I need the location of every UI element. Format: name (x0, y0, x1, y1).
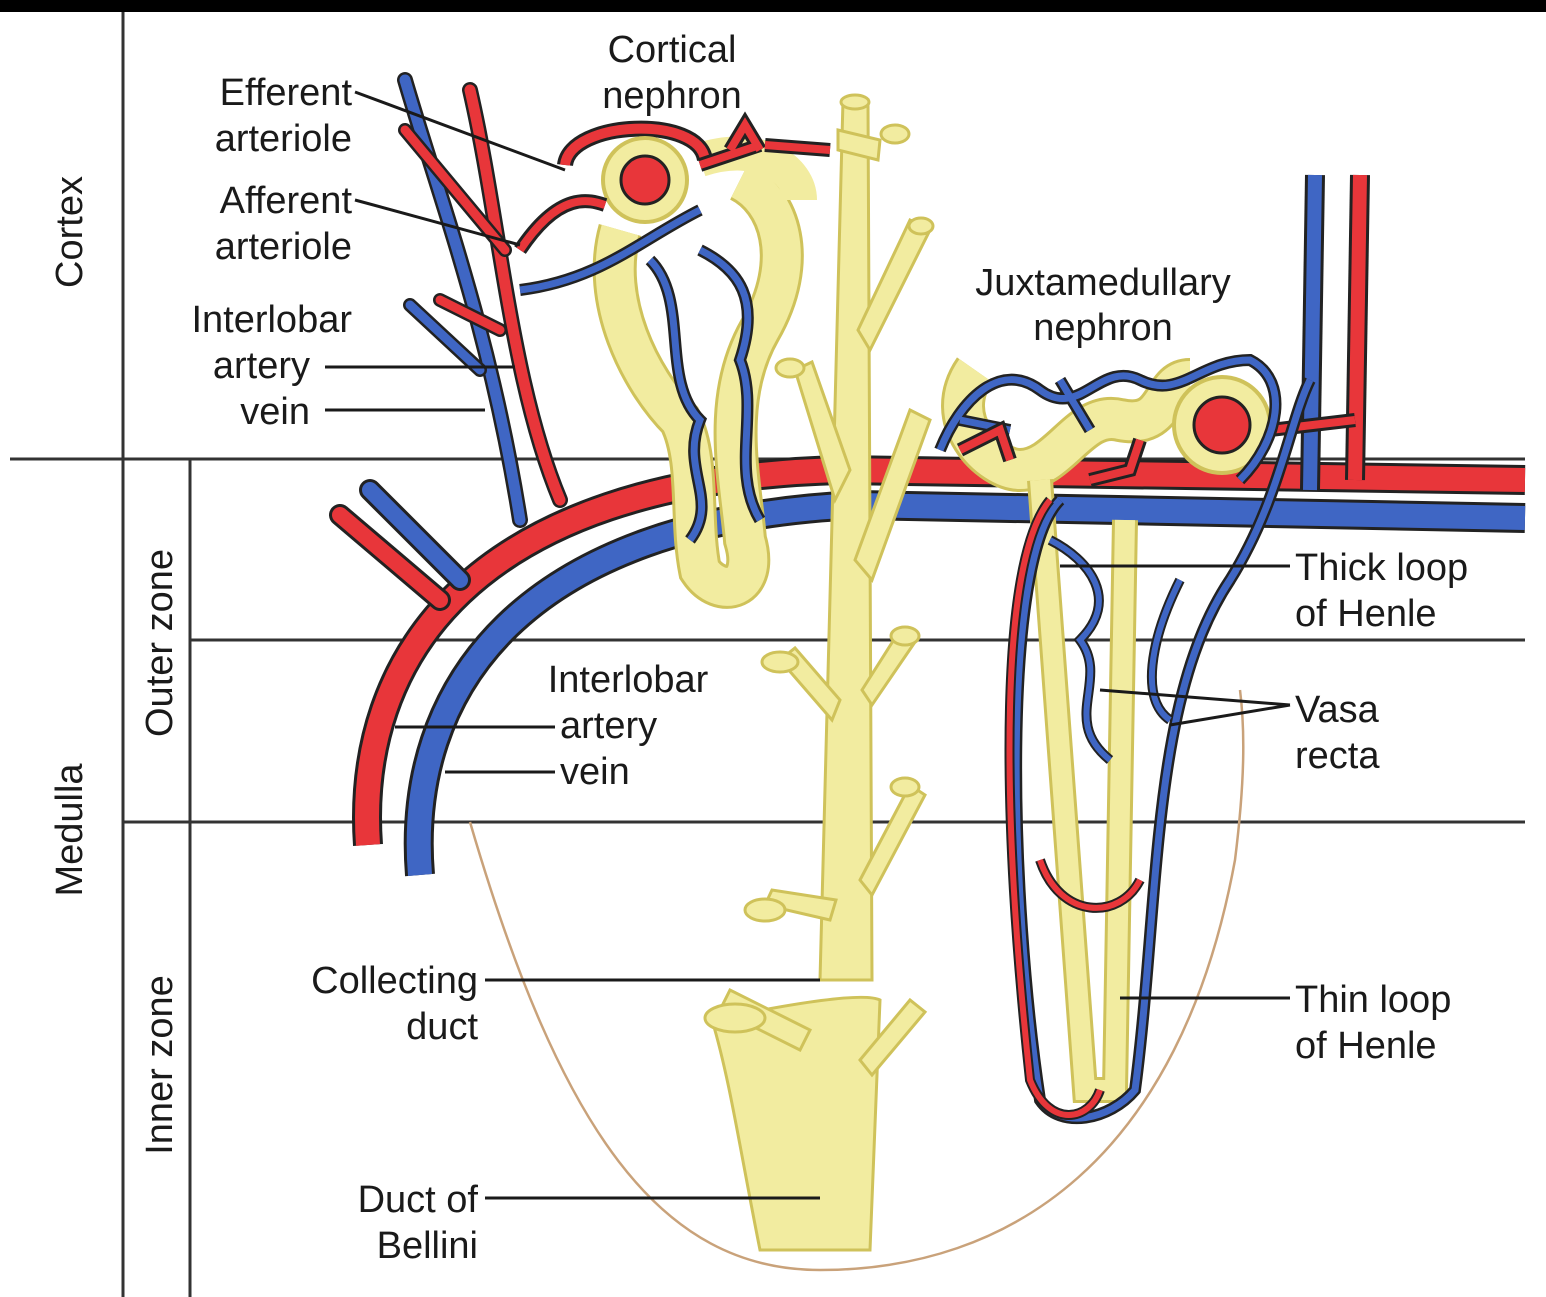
label-afferent-2: arteriole (215, 226, 352, 268)
label-thick-loop-2: of Henle (1295, 593, 1437, 635)
label-cortical-nephron-2: nephron (602, 75, 741, 117)
right-interlobar-vessels (1310, 175, 1360, 490)
label-vasa-recta-2: recta (1295, 735, 1380, 777)
arcuate-vessels (367, 470, 1525, 875)
label-vasa-recta-1: Vasa (1295, 689, 1380, 731)
label-interlobar-top-1: Interlobar (191, 299, 352, 341)
label-efferent-1: Efferent (220, 72, 353, 114)
label-interlobar-mid-1: Interlobar (548, 659, 709, 701)
left-interlobar-vessels (340, 80, 560, 600)
label-efferent-2: arteriole (215, 118, 352, 160)
zone-label-outer: Outer zone (139, 549, 181, 737)
collecting-duct-tree (712, 100, 930, 1250)
label-interlobar-mid-3: vein (560, 751, 630, 793)
top-border (0, 0, 1546, 12)
label-interlobar-top-2: artery (213, 345, 310, 387)
zone-label-cortex: Cortex (49, 176, 91, 288)
label-thin-loop-2: of Henle (1295, 1025, 1437, 1067)
label-thin-loop-1: Thin loop (1295, 979, 1451, 1021)
label-interlobar-top-3: vein (240, 391, 310, 433)
zone-labels: Cortex Medulla Outer zone Inner zone (49, 176, 181, 1155)
label-interlobar-mid-2: artery (560, 705, 657, 747)
label-duct-bellini-1: Duct of (358, 1179, 479, 1221)
zone-label-medulla: Medulla (49, 763, 91, 897)
label-juxtamedullary-2: nephron (1033, 307, 1172, 349)
label-duct-bellini-2: Bellini (377, 1225, 478, 1267)
zone-label-inner: Inner zone (139, 975, 181, 1155)
label-collecting-duct-1: Collecting (311, 960, 478, 1002)
label-cortical-nephron-1: Cortical (608, 29, 737, 71)
label-juxtamedullary-1: Juxtamedullary (975, 262, 1231, 304)
label-afferent-1: Afferent (220, 180, 353, 222)
label-thick-loop-1: Thick loop (1295, 547, 1468, 589)
label-collecting-duct-2: duct (406, 1006, 478, 1048)
